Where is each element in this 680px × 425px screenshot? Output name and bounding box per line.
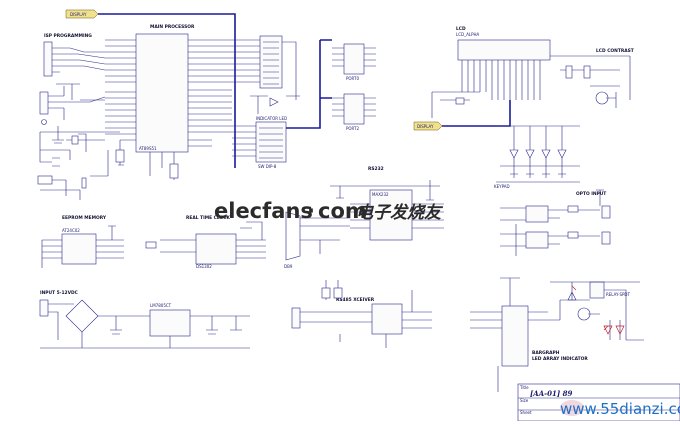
port-b-label: PORT2	[346, 126, 359, 131]
title-block-size: Size	[520, 398, 529, 403]
lcd-block: LCD LCD_ALPHA LCD CONTRAST	[431, 26, 634, 118]
bargraph-label: BARGRAPH	[532, 350, 560, 356]
rtc-label: REAL TIME CLOCK	[186, 215, 230, 221]
max232-chip	[369, 189, 413, 241]
isp-connector	[43, 41, 53, 77]
bar-array-label: LED ARRAY INDICATOR	[532, 356, 588, 362]
port-a-chip	[343, 43, 365, 75]
rs485-block: RS485 XCEIVER	[291, 280, 432, 348]
eeprom-part: AT24C02	[62, 228, 80, 233]
watermark-dot: ·	[307, 199, 315, 223]
opto-terminal-1	[601, 205, 611, 219]
voltage-regulator	[149, 309, 191, 337]
resistor-array	[255, 121, 287, 163]
dip-switch	[259, 35, 283, 89]
opto-label: OPTO INPUT	[576, 191, 606, 197]
watermark-com: com	[318, 199, 367, 223]
keypad-label: KEYPAD	[494, 184, 510, 189]
isp-header-2	[39, 91, 49, 115]
display-flag-right: DISPLAY	[413, 100, 511, 131]
lcd-model: LCD_ALPHA	[456, 32, 479, 37]
display-flag-left: DISPLAY	[65, 9, 236, 168]
input-label: INPUT 5-12VDC	[40, 290, 78, 296]
indicator-led-label: INDICATOR LED	[256, 116, 287, 121]
isp-programming-block: ISP PROGRAMMING	[39, 33, 106, 125]
eeprom-block: EEPROM MEMORY AT24C02	[41, 215, 124, 268]
title-block-label: Title	[519, 385, 529, 390]
display-flag-left-label: DISPLAY	[70, 12, 87, 17]
rs485-label: RS485 XCEIVER	[336, 297, 375, 303]
max232-part: MAX232	[372, 192, 389, 197]
bargraph-relay-block: BARGRAPH LED ARRAY INDICATOR RELAY-SPDT	[470, 277, 644, 392]
eeprom-chip	[61, 233, 97, 265]
title-block-sheet: Sheet	[520, 410, 532, 415]
isp-label: ISP PROGRAMMING	[44, 33, 92, 39]
regulator-part: LM7805CT	[150, 303, 172, 308]
rtc-chip	[195, 233, 237, 265]
rs485-chip	[371, 303, 403, 335]
lcd-contrast-label: LCD CONTRAST	[596, 48, 634, 54]
bridge-rectifier	[65, 299, 99, 333]
db9-label: DB9	[284, 264, 293, 269]
rtc-block: REAL TIME CLOCK DS1302	[145, 215, 266, 269]
url-watermark: www.55dianzi.com	[560, 400, 680, 418]
watermark-cn: 电子发烧友	[356, 203, 444, 223]
opto-input-block: OPTO INPUT	[500, 189, 611, 256]
oscillator-reset-block	[37, 126, 120, 200]
lcd-label: LCD	[456, 26, 466, 32]
resistor-array-block: SW DIP-8	[232, 40, 321, 169]
rs232-block: RS232 MAX232 DB9	[284, 166, 444, 269]
keypad-block: KEYPAD	[494, 125, 580, 189]
opto-coupler-2	[525, 231, 549, 249]
mcu-chip	[135, 33, 189, 153]
eeprom-label: EEPROM MEMORY	[62, 215, 107, 221]
lcd-module	[457, 39, 551, 61]
opto-coupler-1	[525, 205, 549, 223]
power-jack	[39, 299, 49, 317]
sw-dip-label: SW DIP-8	[258, 164, 277, 169]
mcu-part: AT89S51	[139, 146, 157, 151]
elecfans-watermark: elecfans · com 电子发烧友	[214, 199, 444, 223]
db9-connector	[285, 211, 301, 261]
port-b-chip	[343, 93, 365, 125]
port-connectors-block: PORT0 PORT2	[320, 39, 376, 131]
relay-label: RELAY-SPDT	[606, 292, 630, 297]
main-processor-block: MAIN PROCESSOR AT89S51	[105, 24, 232, 180]
power-supply-block: INPUT 5-12VDC LM7805CT	[39, 290, 250, 349]
opto-terminal-2	[601, 231, 611, 245]
rs232-label: RS232	[368, 166, 384, 172]
rtc-part: DS1302	[196, 264, 212, 269]
display-flag-right-label: DISPLAY	[417, 124, 434, 129]
rs485-terminal	[291, 307, 301, 329]
port-a-label: PORT0	[346, 76, 359, 81]
watermark-url: www.55dianzi.com	[560, 400, 680, 418]
relay	[589, 281, 605, 299]
watermark-brand: elecfans	[214, 199, 313, 223]
main-processor-label: MAIN PROCESSOR	[150, 24, 195, 30]
title-block-value: [AA-01] 89	[530, 389, 572, 398]
dip-switch-block: INDICATOR LED	[232, 35, 300, 121]
shift-register-chip	[501, 305, 529, 367]
